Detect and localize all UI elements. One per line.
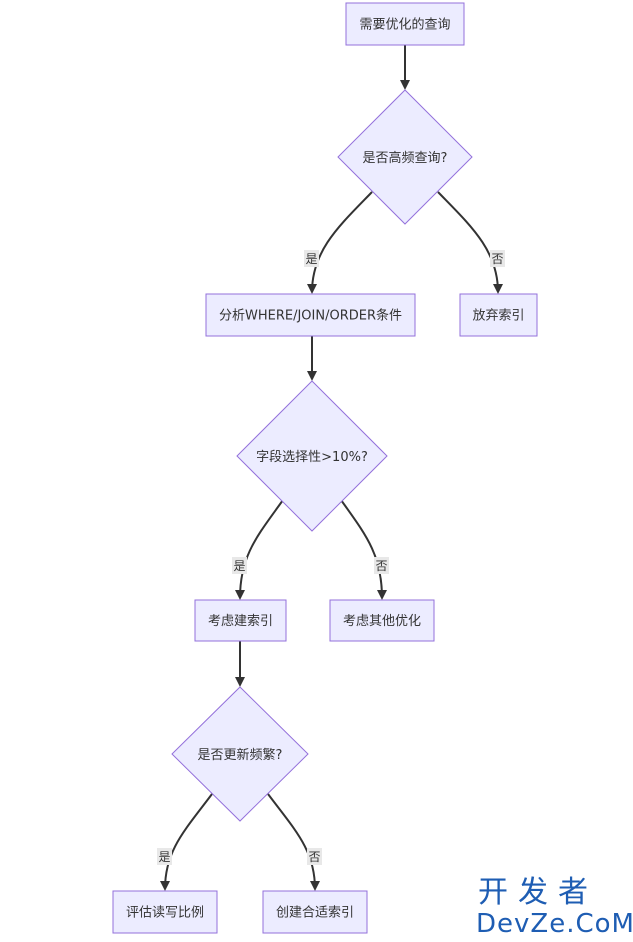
edge-label-text: 否 xyxy=(308,850,320,864)
node-create-index: 创建合适索引 xyxy=(262,890,368,934)
node-label: 放弃索引 xyxy=(472,309,524,324)
node-label: 考虑其他优化 xyxy=(343,614,421,629)
node-consider-index: 考虑建索引 xyxy=(194,599,287,642)
edge-label-text: 否 xyxy=(491,252,503,266)
node-evaluate-ratio: 评估读写比例 xyxy=(112,890,218,934)
watermark-logo: 开发者 DevZe.CoM xyxy=(476,875,633,939)
node-label: 考虑建索引 xyxy=(208,614,273,629)
node-abandon-index: 放弃索引 xyxy=(459,293,538,337)
edge-label-text: 是 xyxy=(305,252,317,266)
edge-d3-n7 xyxy=(267,793,320,891)
edge-d2-n5 xyxy=(340,499,387,600)
decision-frequent-updates: 是否更新频繁? xyxy=(171,686,309,822)
watermark-cn: 开发者 xyxy=(478,875,598,910)
node-label: 评估读写比例 xyxy=(126,906,204,921)
node-label: 分析WHERE/JOIN/ORDER条件 xyxy=(219,308,402,324)
edge-label-yes-d2: 是 xyxy=(232,557,247,574)
edge-label-yes-d1: 是 xyxy=(304,250,319,267)
node-query-to-optimize: 需要优化的查询 xyxy=(345,2,465,46)
decision-label: 是否高频查询? xyxy=(363,150,448,166)
node-analyze-conditions: 分析WHERE/JOIN/ORDER条件 xyxy=(205,293,416,337)
edge-label-no-d2: 否 xyxy=(374,557,389,574)
edge-d1-n2 xyxy=(307,191,373,294)
node-label: 需要优化的查询 xyxy=(359,17,450,33)
edge-d1-n3 xyxy=(437,191,503,294)
edge-label-text: 是 xyxy=(233,559,245,573)
edge-d3-n6 xyxy=(160,793,213,891)
edge-d2-n4 xyxy=(235,499,284,600)
edge-label-text: 否 xyxy=(375,559,387,573)
watermark-en: DevZe.CoM xyxy=(476,909,633,939)
edge-label-yes-d3: 是 xyxy=(157,848,172,865)
edge-label-no-d3: 否 xyxy=(307,848,322,865)
edge-label-text: 是 xyxy=(158,850,170,864)
decision-label: 字段选择性>10%? xyxy=(256,450,368,465)
decision-label: 是否更新频繁? xyxy=(198,747,283,763)
node-other-optimization: 考虑其他优化 xyxy=(329,599,435,642)
decision-high-frequency: 是否高频查询? xyxy=(337,89,473,225)
node-label: 创建合适索引 xyxy=(276,906,354,921)
decision-selectivity: 字段选择性>10%? xyxy=(236,380,388,532)
edge-label-no-d1: 否 xyxy=(490,250,505,267)
